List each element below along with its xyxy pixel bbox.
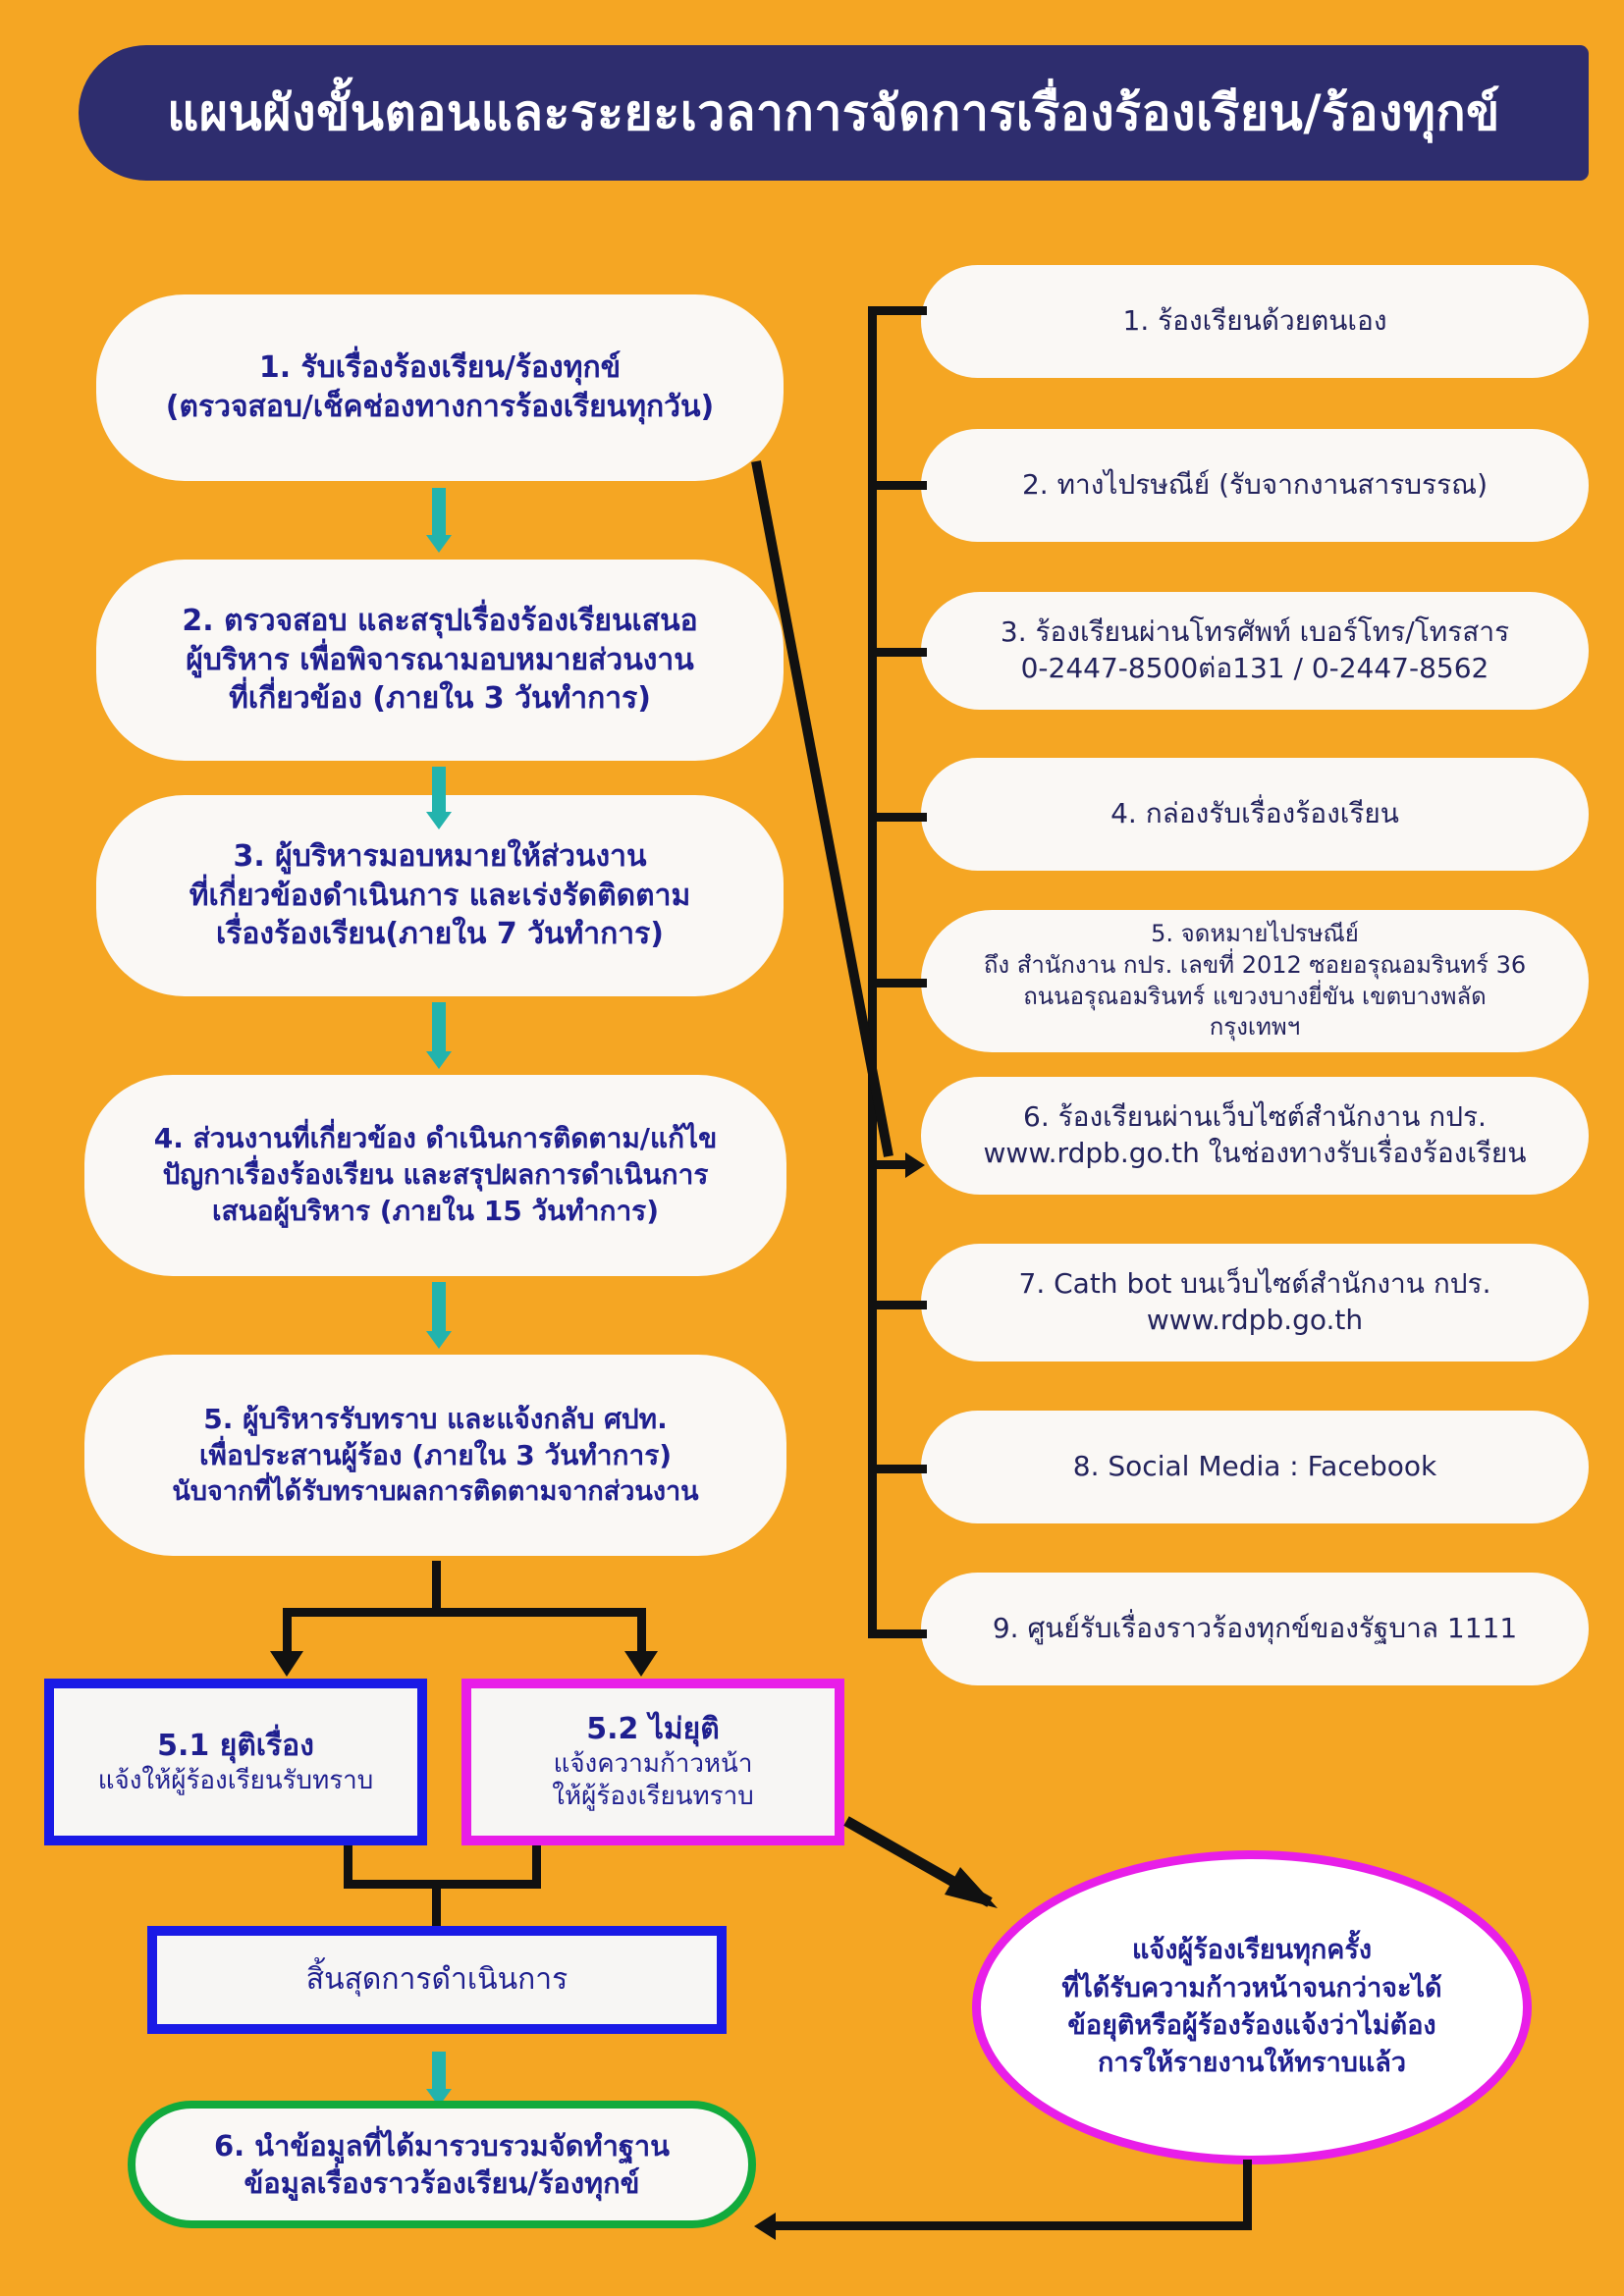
step-2-line-2: ผู้บริหาร เพื่อพิจารณามอบหมายส่วนงาน: [186, 642, 694, 677]
channel-stub-9: [868, 1629, 927, 1638]
channel-4-line-1: 4. กล่องรับเรื่องร้องเรียน: [1110, 797, 1399, 830]
channel-stub-6: [868, 1160, 907, 1169]
notice-line-1: แจ้งผู้ร้องเรียนทุกครั้ง: [1131, 1935, 1373, 1966]
channel-stub-4: [868, 813, 927, 822]
outcome-box-5-2: 5.2 ไม่ยุติ แจ้งความก้าวหน้า ให้ผู้ร้องเ…: [461, 1679, 844, 1845]
channel-box-6: 6. ร้องเรียนผ่านเว็บไซต์สำนักงาน กปร. ww…: [921, 1077, 1589, 1195]
merge-right-stem: [532, 1845, 541, 1887]
return-path-arrowhead: [754, 2213, 776, 2240]
outcome-5-1-body-1: แจ้งให้ผู้ร้องเรียนรับทราบ: [97, 1765, 374, 1795]
channel-6-arrowhead: [905, 1152, 925, 1178]
branch-horizontal: [283, 1608, 646, 1617]
notice-line-2: ที่ได้รับความก้าวหน้าจนกว่าจะได้: [1061, 1972, 1442, 2003]
flow-arrow-end-to-final: [426, 2052, 452, 2107]
channel-stub-3: [868, 648, 927, 657]
return-path-horizontal: [776, 2221, 1247, 2230]
channel-box-1: 1. ร้องเรียนด้วยตนเอง: [921, 265, 1589, 378]
step-2-line-1: 2. ตรวจสอบ และสรุปเรื่องร้องเรียนเสนอ: [182, 604, 698, 639]
step-3-line-3: เรื่องร้องเรียน(ภายใน 7 วันทำการ): [216, 917, 664, 952]
channel-box-4: 4. กล่องรับเรื่องร้องเรียน: [921, 758, 1589, 871]
outcome-5-2-title: 5.2 ไม่ยุติ: [586, 1712, 720, 1747]
step-5-line-2: เพื่อประสานผู้ร้อง (ภายใน 3 วันทำการ): [198, 1438, 673, 1471]
flow-arrow-4-to-5: [426, 1282, 452, 1349]
channel-1-line-1: 1. ร้องเรียนด้วยตนเอง: [1122, 304, 1387, 338]
step-box-4: 4. ส่วนงานที่เกี่ยวข้อง ดำเนินการติดตาม/…: [84, 1075, 786, 1276]
step-5-line-1: 5. ผู้บริหารรับทราบ และแจ้งกลับ ศปท.: [203, 1402, 668, 1435]
branch-right-arrowhead: [624, 1651, 658, 1677]
step-4-line-2: ปัญกาเรื่องร้องเรียน และสรุปผลการดำเนินก…: [162, 1158, 709, 1192]
channel-3-line-1: 3. ร้องเรียนผ่านโทรศัพท์ เบอร์โทร/โทรสาร: [1000, 615, 1510, 649]
step-3-line-1: 3. ผู้บริหารมอบหมายให้ส่วนงาน: [233, 839, 647, 875]
channel-box-9: 9. ศูนย์รับเรื่องราวร้องทุกข์ของรัฐบาล 1…: [921, 1573, 1589, 1685]
channel-stub-2: [868, 481, 927, 490]
step-2-line-3: ที่เกี่ยวข้อง (ภายใน 3 วันทำการ): [229, 681, 651, 717]
end-process-label: สิ้นสุดการดำเนินการ: [305, 1962, 568, 1998]
merge-down-to-end: [432, 1880, 441, 1929]
channel-7-line-1: 7. Cath bot บนเว็บไซต์สำนักงาน กปร.: [1018, 1267, 1491, 1301]
flow-arrow-2-to-3: [426, 767, 452, 829]
channel-box-7: 7. Cath bot บนเว็บไซต์สำนักงาน กปร. www.…: [921, 1244, 1589, 1362]
final-line-1: 6. นำข้อมูลที่ได้มารวบรวมจัดทำฐาน: [213, 2128, 671, 2163]
channel-stub-8: [868, 1465, 927, 1473]
channel-5-line-1: 5. จดหมายไปรษณีย์: [1151, 920, 1359, 948]
flow-arrow-1-to-2: [426, 488, 452, 553]
final-line-2: ข้อมูลเรื่องราวร้องเรียน/ร้องทุกข์: [244, 2166, 640, 2200]
outcome-5-2-body-1: แจ้งความก้าวหน้า: [553, 1749, 753, 1780]
return-path-vertical: [1243, 2160, 1252, 2230]
channel-2-line-1: 2. ทางไปรษณีย์ (รับจากงานสารบรรณ): [1021, 468, 1489, 502]
step-box-5: 5. ผู้บริหารรับทราบ และแจ้งกลับ ศปท. เพื…: [84, 1355, 786, 1556]
end-process-box: สิ้นสุดการดำเนินการ: [147, 1926, 727, 2034]
channel-8-line-1: 8. Social Media : Facebook: [1072, 1450, 1437, 1483]
outcome-5-2-body-2: ให้ผู้ร้องเรียนทราบ: [552, 1781, 754, 1811]
branch-left-arrowhead: [270, 1651, 303, 1677]
channel-box-8: 8. Social Media : Facebook: [921, 1411, 1589, 1523]
branch-left-drop: [283, 1608, 292, 1655]
channel-6-line-1: 6. ร้องเรียนผ่านเว็บไซต์สำนักงาน กปร.: [1023, 1100, 1487, 1134]
channel-6-line-2: www.rdpb.go.th ในช่องทางรับเรื่องร้องเรี…: [983, 1137, 1527, 1169]
channel-7-line-2: www.rdpb.go.th: [1146, 1304, 1364, 1336]
channel-9-line-1: 9. ศูนย์รับเรื่องราวร้องทุกข์ของรัฐบาล 1…: [992, 1612, 1518, 1645]
flow-arrow-3-to-4: [426, 1002, 452, 1069]
diagonal-5-2-arrowhead: [945, 1867, 998, 1908]
merge-left-stem: [344, 1845, 352, 1887]
channel-3-line-2: 0-2447-8500ต่อ131 / 0-2447-8562: [1020, 652, 1489, 684]
step-box-2: 2. ตรวจสอบ และสรุปเรื่องร้องเรียนเสนอ ผู…: [96, 560, 784, 761]
step-1-line-2: (ตรวจสอบ/เช็คช่องทางการร้องเรียนทุกวัน): [165, 390, 715, 424]
channel-spine: [868, 306, 877, 1631]
channel-5-line-2: ถึง สำนักงาน กปร. เลขที่ 2012 ซอยอรุณอมร…: [983, 950, 1527, 979]
step-5-line-3: นับจากที่ได้รับทราบผลการติดตามจากส่วนงาน: [172, 1475, 699, 1507]
channel-box-2: 2. ทางไปรษณีย์ (รับจากงานสารบรรณ): [921, 429, 1589, 542]
merge-horizontal: [344, 1880, 541, 1889]
channel-box-5: 5. จดหมายไปรษณีย์ ถึง สำนักงาน กปร. เลขท…: [921, 910, 1589, 1052]
branch-stem-from-step5: [432, 1561, 441, 1612]
notice-line-3: ข้อยุติหรือผู้ร้องร้องแจ้งว่าไม่ต้อง: [1067, 2010, 1436, 2041]
diagonal-5-2-to-notice: [843, 1816, 993, 1907]
page-header-banner: แผนผังขั้นตอนและระยะเวลาการจัดการเรื่องร…: [79, 45, 1589, 181]
step-4-line-3: เสนอผู้บริหาร (ภายใน 15 วันทำการ): [211, 1194, 659, 1227]
channel-5-line-4: กรุงเทพฯ: [1209, 1013, 1301, 1041]
notice-ellipse: แจ้งผู้ร้องเรียนทุกครั้ง ที่ได้รับความก้…: [972, 1850, 1532, 2164]
step-box-1: 1. รับเรื่องร้องเรียน/ร้องทุกข์ (ตรวจสอบ…: [96, 294, 784, 481]
step-4-line-1: 4. ส่วนงานที่เกี่ยวข้อง ดำเนินการติดตาม/…: [153, 1122, 718, 1155]
channel-stub-5: [868, 979, 927, 988]
channel-stub-1: [868, 306, 927, 315]
page-title: แผนผังขั้นตอนและระยะเวลาการจัดการเรื่องร…: [167, 83, 1500, 141]
outcome-5-1-title: 5.1 ยุติเรื่อง: [157, 1728, 314, 1763]
channel-stub-7: [868, 1301, 927, 1309]
step-1-line-1: 1. รับเรื่องร้องเรียน/ร้องทุกข์: [258, 350, 622, 386]
branch-right-drop: [637, 1608, 646, 1655]
channel-5-line-3: ถนนอรุณอมรินทร์ แขวงบางยี่ขัน เขตบางพลัด: [1023, 982, 1487, 1010]
channel-box-3: 3. ร้องเรียนผ่านโทรศัพท์ เบอร์โทร/โทรสาร…: [921, 592, 1589, 710]
outcome-box-5-1: 5.1 ยุติเรื่อง แจ้งให้ผู้ร้องเรียนรับทรา…: [44, 1679, 427, 1845]
step-3-line-2: ที่เกี่ยวข้องดำเนินการ และเร่งรัดติดตาม: [189, 878, 691, 913]
notice-line-4: การให้รายงานให้ทราบแล้ว: [1098, 2048, 1406, 2079]
final-database-box: 6. นำข้อมูลที่ได้มารวบรวมจัดทำฐาน ข้อมูล…: [128, 2101, 756, 2228]
